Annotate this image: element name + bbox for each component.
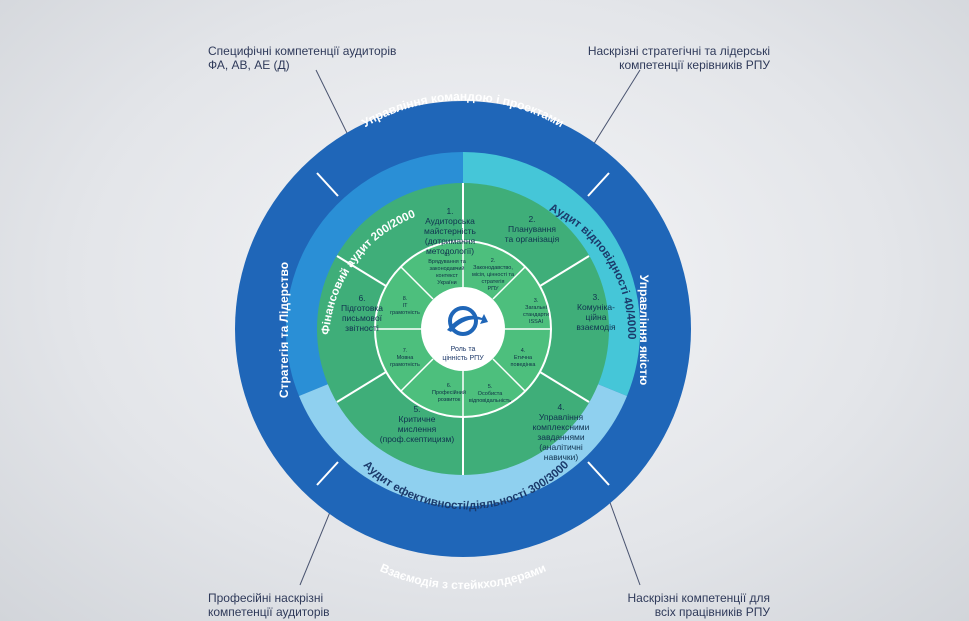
competency-label-line: методології) [426,246,474,256]
core-label-line: 6. [447,383,452,389]
competency-label-line: 6. [358,293,365,303]
core-label-line: 2. [491,258,496,264]
core-label-line: 1. [445,252,450,258]
core-label-line: місія, цінності та [472,272,515,278]
competency-label-line: Управління [539,412,584,422]
callout-line: Професійні наскрізні [208,591,324,605]
competency-label-line: 5. [413,404,420,414]
callout-all-staff: Наскрізні компетенції для всіх працівник… [627,591,770,619]
competency-label-line: майстерність [424,226,477,236]
core-label-line: 4. [521,348,526,354]
core-label-line: України [437,280,456,286]
competency-label-line: Підготовка [341,303,383,313]
outer-label-bottom: Взаємодія з стейкхолдерами [378,561,548,592]
competency-label-line: (проф.скептицизм) [380,434,455,444]
core-label-line: Загальні [525,305,547,311]
competency-label-line: комплексними [533,422,590,432]
core-label-line: контекст [436,273,458,279]
callout-professional: Професійні наскрізні компетенції аудитор… [208,591,330,619]
competency-label-line: 2. [528,214,535,224]
connector-line [589,69,641,151]
core-label-line: Мовна [397,355,415,361]
core-label-line: стратегія [482,279,505,285]
competency-label-line: 3. [592,292,599,302]
competency-label-line: Аудиторська [425,216,475,226]
core-label-line: 5. [488,384,493,390]
competency-label-line: письмової [342,313,383,323]
core-label-line: 7. [403,348,408,354]
center-disc [421,287,505,371]
core-label-line: Особиста [478,391,504,397]
outer-label-right: Управління якістю [637,275,651,385]
competency-label-line: та організація [505,234,560,244]
rpu-logo-icon [447,306,488,336]
callout-line: компетенції аудиторів [208,605,330,619]
callout-line: Наскрізні компетенції для [627,591,770,605]
core-dividers [375,241,551,417]
competency-label-line: Планування [508,224,556,234]
core-label-line: 8. [403,296,408,302]
competency-label-line: мислення [398,424,437,434]
core-label-line: відповідальність [469,398,511,404]
core-label-line: Законодавство, [473,265,513,271]
callout-line: Наскрізні стратегічні та лідерські [587,44,770,58]
callout-auditor-specific: Специфічні компетенції аудиторів ФА, АВ,… [208,44,396,72]
competency-label-line: Комуніка- [577,302,615,312]
competency-label-line: Критичне [399,414,436,424]
competency-label-line: взаємодія [576,322,616,332]
competency-label-line: (дотримання [425,236,476,246]
center-label-line2: цінність РПУ [442,354,484,362]
core-label-line: розвиток [438,397,461,403]
core-label-line: законодавчий [429,265,464,272]
competency-label-line: завданнями [537,432,585,442]
core-label-line: Етична [514,355,533,361]
core-label-line: 3. [534,298,539,304]
competency-label-line: ційна [586,312,607,322]
competency-label-line: 1. [446,206,453,216]
competency-label-line: звітності [345,323,379,333]
core-label-line: Врядування та [428,259,467,265]
callout-line: ФА, АВ, АЕ (Д) [208,58,290,72]
outer-ring-dividers [316,172,610,486]
callout-line: компетенції керівників РПУ [619,58,770,72]
competency-label-line: 4. [557,402,564,412]
callout-line: всіх працівників РПУ [654,605,770,619]
callout-line: Специфічні компетенції аудиторів [208,44,397,58]
center-label-line1: Роль та [451,346,476,353]
core-label-line: грамотність [390,310,420,316]
core-label-line: стандарти [523,312,549,318]
core-label-line: Професійний [432,389,466,396]
core-label-line: ISSAI [529,319,544,325]
core-label-line: грамотність [390,362,420,368]
core-label-line: ІТ [403,303,409,309]
core-label-line: РПУ [487,286,499,292]
callout-leadership: Наскрізні стратегічні та лідерські компе… [588,44,770,72]
core-label-line: поведінка [511,362,537,368]
competency-label-line: навички) [544,452,579,462]
outer-label-left: Стратегія та Лідерство [277,262,291,398]
competency-label-line: (аналітичні [539,442,583,452]
competency-dividers [336,183,590,475]
